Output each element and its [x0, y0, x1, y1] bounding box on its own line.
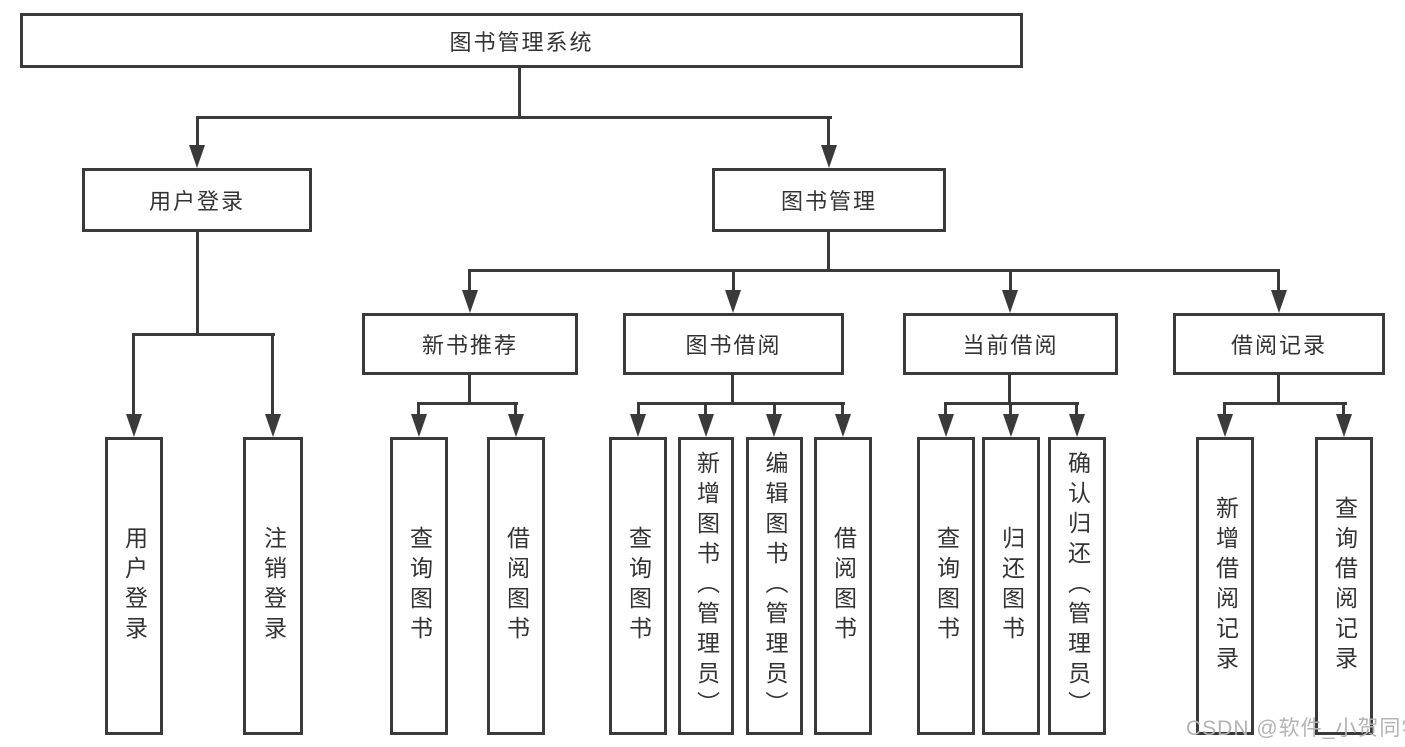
arrow-down-icon [1069, 414, 1085, 437]
connector-line [196, 116, 832, 119]
leaf-user-login: 用户登录 [105, 437, 163, 735]
connector-line [1277, 375, 1280, 404]
leaf-label: 确认归还（管理员） [1064, 451, 1091, 721]
arrow-down-icon [1336, 414, 1352, 437]
leaf-label: 查询借阅记录 [1331, 496, 1358, 676]
leaf-query-books-recommend: 查询图书 [390, 437, 448, 735]
arrow-down-icon [1003, 414, 1019, 437]
arrow-down-icon [821, 145, 837, 168]
connector-line [417, 402, 518, 405]
arrow-down-icon [189, 145, 205, 168]
leaf-label: 归还图书 [998, 526, 1025, 646]
leaf-borrow-books: 借阅图书 [814, 437, 872, 735]
connector-line [731, 375, 734, 404]
connector-line [827, 232, 830, 272]
connector-line [827, 116, 830, 145]
arrow-down-icon [835, 414, 851, 437]
connector-line [468, 269, 471, 290]
connector-line [1223, 402, 1226, 414]
node-current-borrowing: 当前借阅 [903, 313, 1118, 375]
arrow-down-icon [938, 414, 954, 437]
arrow-down-icon [630, 414, 646, 437]
leaf-return-books: 归还图书 [982, 437, 1040, 735]
arrow-down-icon [265, 414, 281, 437]
leaf-query-borrow-record: 查询借阅记录 [1315, 437, 1373, 735]
node-new-book-recommendation: 新书推荐 [362, 313, 578, 375]
connector-line [1075, 402, 1078, 414]
arrow-down-icon [126, 414, 142, 437]
connector-line [196, 232, 199, 335]
connector-line [841, 402, 844, 414]
connector-line [1008, 375, 1011, 404]
connector-line [468, 269, 1280, 272]
arrow-down-icon [411, 414, 427, 437]
arrow-down-icon [1271, 290, 1287, 313]
connector-line [637, 402, 845, 405]
leaf-add-books-admin: 新增图书（管理员） [678, 437, 734, 735]
connector-line [773, 402, 776, 414]
connector-line [704, 402, 707, 414]
leaf-label: 新增借阅记录 [1212, 496, 1239, 676]
node-borrowing-records: 借阅记录 [1173, 313, 1385, 375]
leaf-label: 用户登录 [121, 526, 148, 646]
connector-line [417, 402, 420, 414]
leaf-label: 新增图书（管理员） [693, 451, 720, 721]
watermark: CSDN @软件_小贺同学 [1186, 717, 1405, 740]
leaf-query-books-current: 查询图书 [917, 437, 975, 735]
node-book-borrowing: 图书借阅 [623, 313, 844, 375]
connector-line [271, 333, 274, 414]
connector-line [1009, 269, 1012, 290]
connector-line [944, 402, 947, 414]
node-label: 图书管理 [780, 189, 877, 214]
leaf-edit-books-admin: 编辑图书（管理员） [746, 437, 803, 735]
connector-line [132, 333, 135, 414]
leaf-logout: 注销登录 [243, 437, 303, 735]
connector-line [132, 333, 275, 336]
connector-line [1223, 402, 1347, 405]
connector-line [196, 116, 199, 145]
leaf-borrow-books-recommend: 借阅图书 [487, 437, 545, 735]
connector-line [518, 68, 521, 118]
node-book-management: 图书管理 [712, 168, 946, 232]
leaf-label: 编辑图书（管理员） [762, 451, 788, 721]
node-label: 用户登录 [148, 189, 245, 214]
connector-line [468, 375, 471, 404]
arrow-down-icon [698, 414, 714, 437]
arrow-down-icon [1002, 290, 1018, 313]
node-label: 新书推荐 [421, 333, 518, 358]
connector-line [732, 269, 735, 290]
connector-line [637, 402, 640, 414]
arrow-down-icon [1217, 414, 1233, 437]
leaf-confirm-return-admin: 确认归还（管理员） [1048, 437, 1106, 735]
connector-line [1342, 402, 1345, 414]
arrow-down-icon [766, 414, 782, 437]
node-label: 图书管理系统 [449, 29, 594, 55]
node-label: 图书借阅 [685, 333, 782, 358]
node-label: 当前借阅 [962, 333, 1059, 358]
leaf-label: 查询图书 [933, 526, 960, 646]
node-label: 借阅记录 [1230, 333, 1327, 358]
leaf-query-books-borrow: 查询图书 [609, 437, 667, 735]
leaf-label: 查询图书 [406, 526, 433, 646]
connector-line [1009, 402, 1012, 414]
node-library-management-system: 图书管理系统 [20, 13, 1023, 68]
leaf-label: 查询图书 [625, 526, 652, 646]
connector-line [1277, 269, 1280, 290]
arrow-down-icon [462, 290, 478, 313]
connector-line [514, 402, 517, 414]
node-user-login: 用户登录 [82, 168, 312, 232]
leaf-add-borrow-record: 新增借阅记录 [1196, 437, 1254, 735]
leaf-label: 注销登录 [260, 526, 287, 646]
arrow-down-icon [508, 414, 524, 437]
arrow-down-icon [725, 290, 741, 313]
leaf-label: 借阅图书 [503, 526, 530, 646]
leaf-label: 借阅图书 [830, 526, 857, 646]
